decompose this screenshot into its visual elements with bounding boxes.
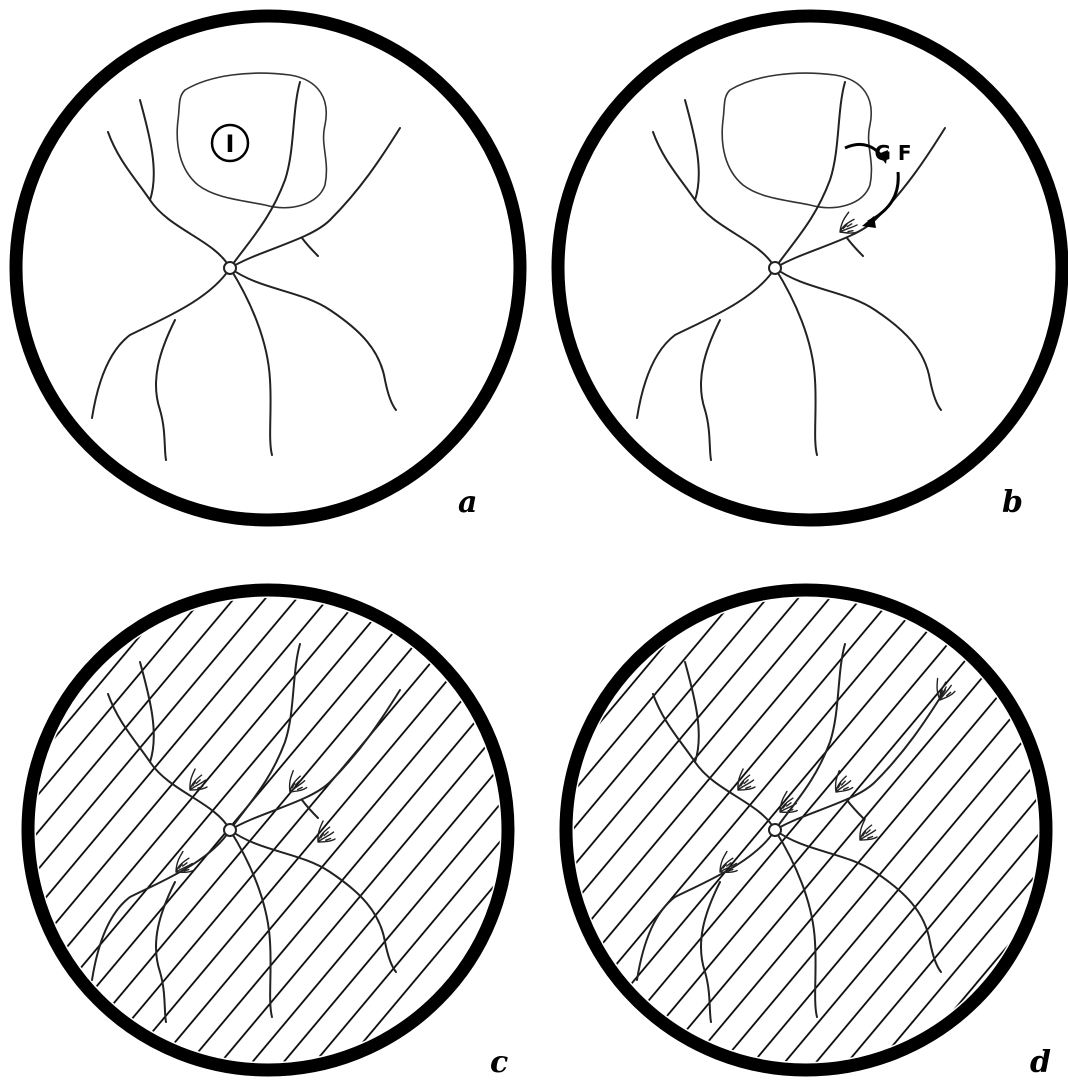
nerve-tree-b [637, 82, 945, 460]
panel-letter-a: a [458, 485, 477, 520]
neuron-soma-a [224, 262, 236, 274]
neuron-soma-b [769, 262, 781, 274]
panel-c: c [28, 590, 510, 1080]
injury-region [177, 73, 326, 208]
panel-b: G F b [558, 16, 1062, 520]
panel-letter-b: b [1002, 485, 1023, 520]
growth-factor-label: G F [874, 141, 911, 165]
panel-letter-c: c [490, 1045, 508, 1080]
panel-a-outline [16, 16, 520, 520]
neuron-soma-c [224, 824, 236, 836]
sprout-b [837, 211, 858, 235]
neuron-soma-d [769, 824, 781, 836]
panel-a: I a [16, 16, 520, 520]
injury-region-b [722, 73, 871, 208]
injury-marker-label: I [226, 130, 235, 158]
panel-d: d [566, 590, 1051, 1080]
panel-b-outline [558, 16, 1062, 520]
panel-letter-d: d [1030, 1045, 1051, 1080]
gf-arrow-bottom [868, 172, 898, 222]
